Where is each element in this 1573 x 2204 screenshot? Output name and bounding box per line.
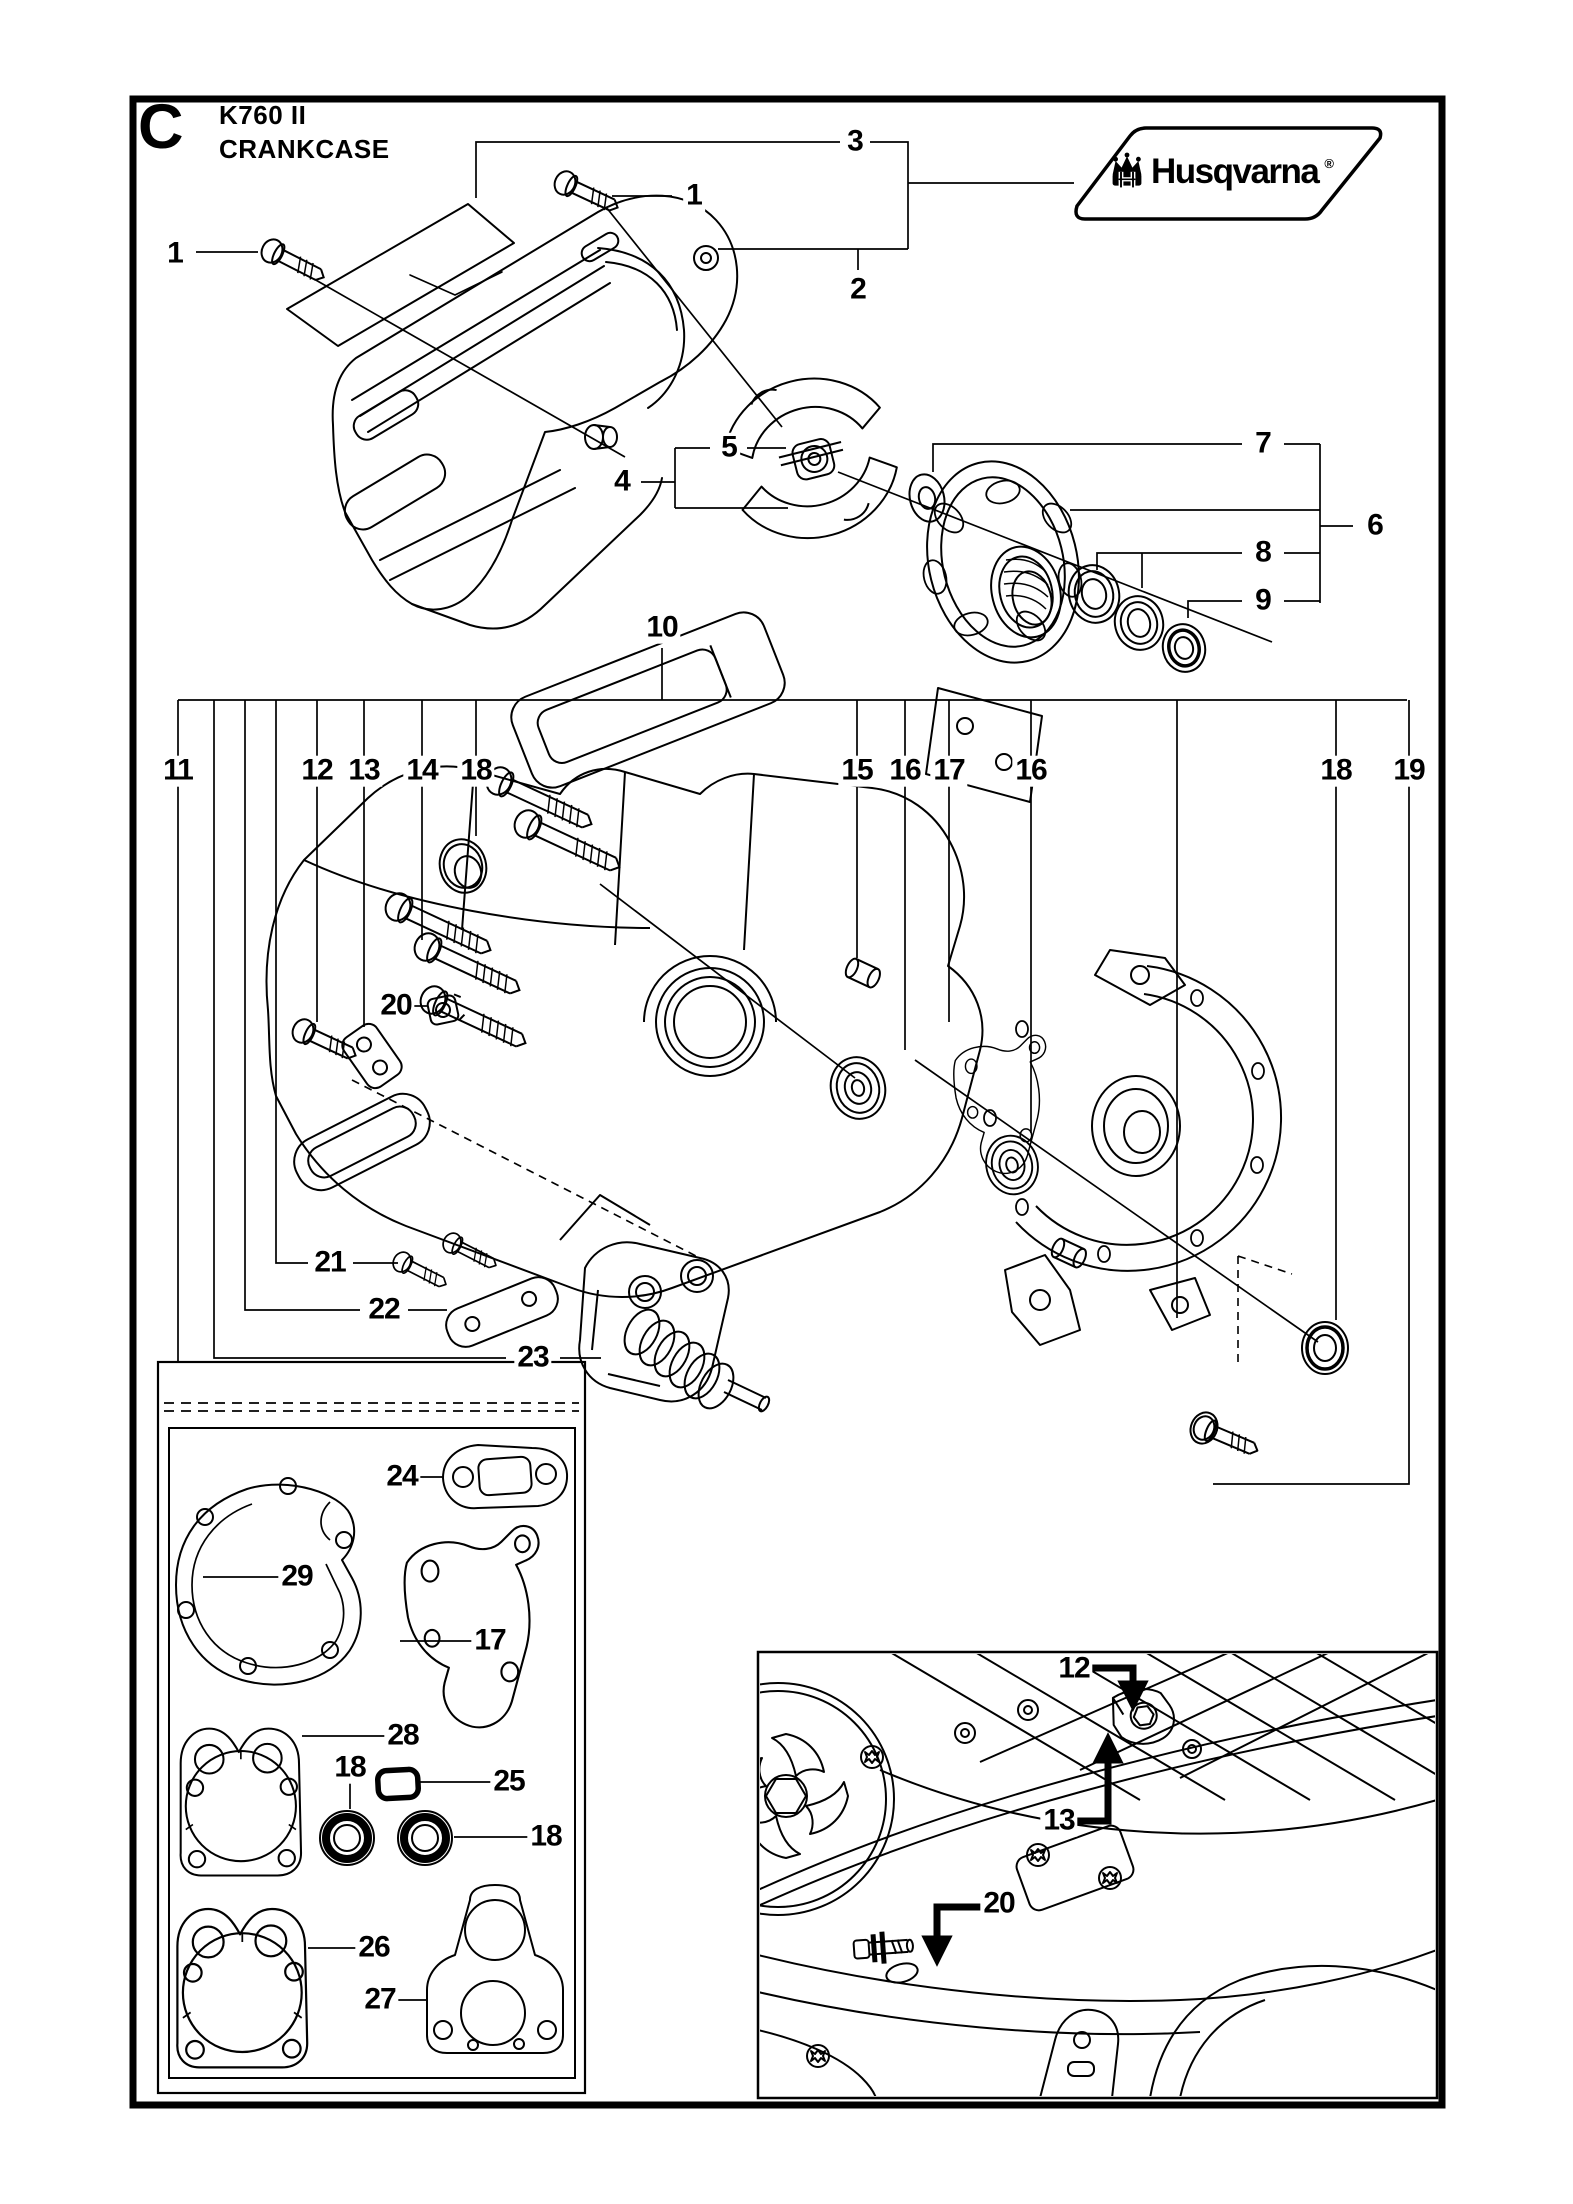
callout-2: 2: [847, 274, 869, 306]
section-letter: C: [138, 92, 184, 162]
gasket-kit-box: [156, 1360, 587, 2095]
bearing-16-right-drawing: [979, 1129, 1045, 1201]
seal-ring-18-kit-b: [398, 1811, 452, 1865]
callout-3: 3: [844, 126, 866, 158]
gasket-24-drawing: [442, 1444, 569, 1510]
callout-12: 12: [1055, 1653, 1093, 1685]
callout-20: 20: [980, 1888, 1018, 1920]
tank-top-drawing: [510, 611, 786, 789]
inset-drum-outline: [760, 1682, 895, 1916]
callout-1: 1: [683, 180, 705, 212]
inset-bolt-20-target: [852, 1931, 914, 1964]
clutch-drawing: [724, 377, 898, 540]
callout-9: 9: [1252, 585, 1274, 617]
mount-parts-drawing: [388, 1229, 771, 1413]
registered-mark: ®: [1324, 155, 1334, 171]
callout-23: 23: [514, 1342, 552, 1374]
husqvarna-logo: Husqvarna®: [1108, 152, 1334, 192]
bolt-cluster-drawing: [287, 762, 627, 1090]
brand-name: Husqvarna: [1151, 152, 1320, 191]
clutch-cover-drawing: [286, 194, 739, 630]
dowel-pin-15-drawing: [842, 955, 884, 991]
callout-28: 28: [384, 1720, 422, 1752]
callout-11: 11: [160, 755, 196, 787]
callout-4: 4: [611, 466, 633, 498]
callout-16: 16: [886, 755, 924, 787]
leader-lines: [177, 141, 1410, 2001]
page-border: [129, 95, 1446, 2109]
inset-arrows: [921, 1664, 1149, 1967]
gasket-29-drawing: [175, 1477, 362, 1686]
plate-13-drawing: [341, 1022, 403, 1090]
gasket-26-drawing: [176, 1907, 309, 2069]
callout-24: 24: [383, 1461, 421, 1493]
screw-19-drawing: [1189, 1412, 1264, 1463]
washer-drawing: [908, 473, 946, 523]
callout-13: 13: [1040, 1805, 1078, 1837]
damper-23-drawing: [578, 1241, 771, 1413]
callout-22: 22: [365, 1294, 403, 1326]
drum-drawing: [922, 460, 1083, 664]
inset-drum-face: [760, 1733, 849, 1859]
inset-drawing: [760, 1654, 1435, 2096]
callout-18: 18: [331, 1752, 369, 1784]
callout-18: 18: [527, 1821, 565, 1853]
callout-12: 12: [298, 755, 336, 787]
screw-21-drawing: [388, 1248, 452, 1295]
seal-9-drawing: [1161, 623, 1207, 673]
crown-h-icon: [1108, 152, 1146, 190]
callout-25: 25: [490, 1766, 528, 1798]
callout-26: 26: [355, 1932, 393, 1964]
callout-6: 6: [1364, 510, 1386, 542]
callout-20: 20: [377, 990, 415, 1022]
gasket-17-drawing: [953, 1034, 1047, 1175]
callout-29: 29: [278, 1561, 316, 1593]
gasket-kit-contents: [175, 1444, 569, 2069]
logo-plate-outline: [1074, 126, 1383, 221]
seal-18-right-drawing: [1301, 1321, 1349, 1375]
seal-18-left-drawing: [438, 838, 488, 894]
callout-15: 15: [838, 755, 876, 787]
hidden-split-lines: [351, 1079, 1293, 1368]
callout-8: 8: [1252, 537, 1274, 569]
callout-19: 19: [1390, 755, 1428, 787]
callout-1: 1: [164, 238, 186, 270]
clutch-bearings-drawing: [1067, 564, 1207, 673]
callout-14: 14: [403, 755, 441, 787]
callout-21: 21: [311, 1247, 349, 1279]
crankcase-right-drawing: [983, 949, 1349, 1463]
section-title: CRANKCASE: [219, 134, 390, 164]
gasket-25-drawing: [375, 1766, 421, 1802]
decal-drawing: [286, 203, 515, 347]
nut-20-drawing: [426, 993, 466, 1026]
callout-17: 17: [930, 755, 968, 787]
callout-5: 5: [718, 432, 740, 464]
callout-18: 18: [1317, 755, 1355, 787]
callout-10: 10: [643, 612, 681, 644]
callout-27: 27: [361, 1984, 399, 2016]
model-title: K760 II: [219, 100, 307, 130]
callout-17: 17: [471, 1625, 509, 1657]
callout-16: 16: [1012, 755, 1050, 787]
inset-box: [756, 1650, 1439, 2100]
gasket-27-drawing: [426, 1884, 564, 2054]
gasket-28-drawing: [179, 1727, 303, 1877]
seal-ring-18-kit-a: [320, 1811, 374, 1865]
callout-7: 7: [1252, 428, 1274, 460]
plate-22-drawing: [445, 1276, 559, 1348]
callout-18: 18: [457, 755, 495, 787]
callout-13: 13: [345, 755, 383, 787]
crankcase-left-drawing: [265, 611, 1090, 1298]
